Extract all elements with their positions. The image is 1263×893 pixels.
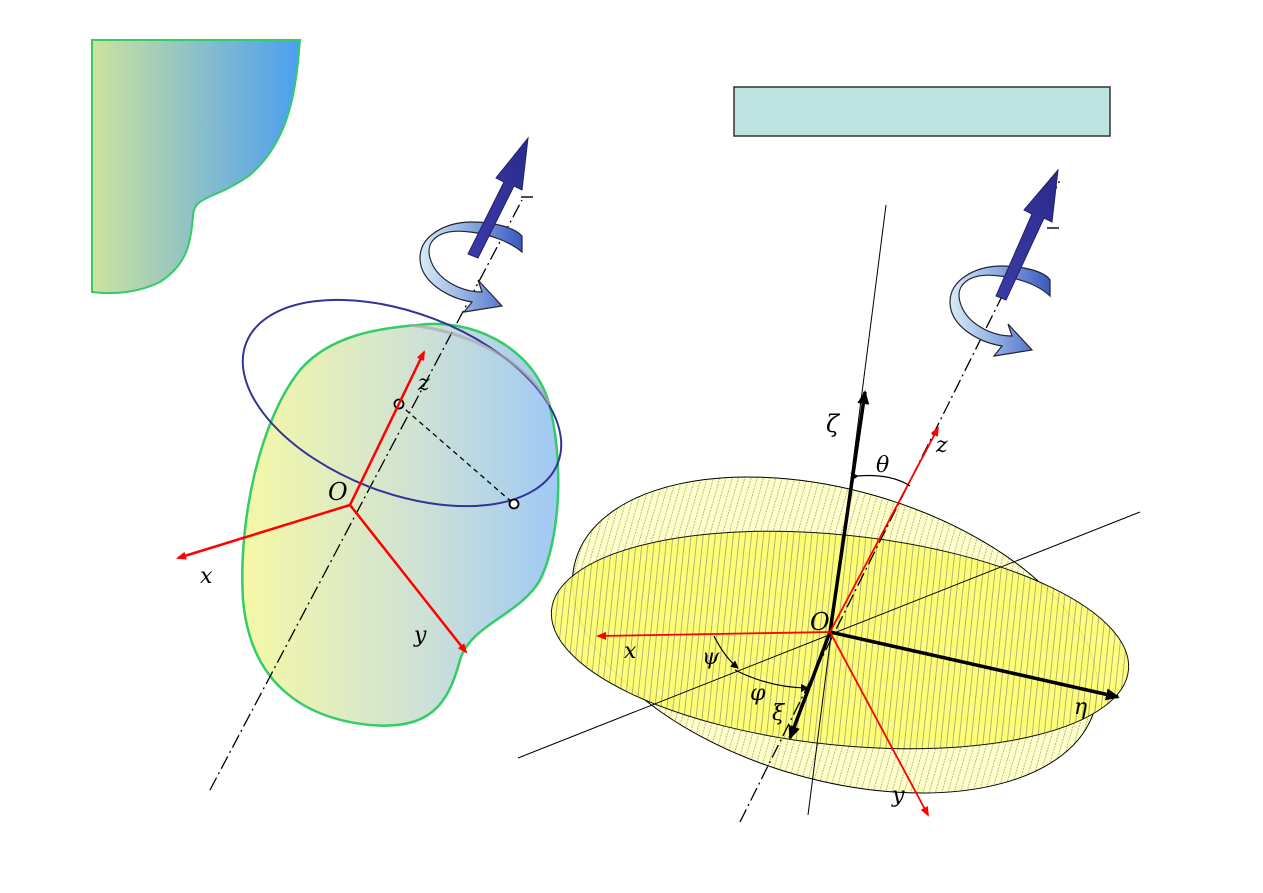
orbit-radius-line (398, 403, 515, 505)
right-rotation-icon (949, 265, 1051, 357)
right-psi-label: ψ (702, 645, 720, 670)
right-z-axis (829, 426, 939, 633)
right-xi-label: ξ (772, 701, 786, 726)
right-theta-label: θ (876, 453, 889, 478)
left-z-axis (348, 350, 426, 506)
left-rotation-icon (419, 221, 523, 313)
right-zeta-axis (828, 390, 870, 633)
right-y-label: y (891, 783, 905, 808)
left-x-label: x (200, 564, 213, 589)
right-angular-velocity-arrow (995, 168, 1059, 301)
phi-angle-arc (734, 669, 809, 692)
left-x-axis (176, 503, 351, 560)
left-y-label: y (413, 623, 427, 648)
right-eta-label: η (1074, 695, 1087, 720)
left-y-axis (349, 504, 468, 654)
left-origin-label: O (328, 478, 348, 506)
right-reference-plane (550, 530, 1130, 750)
right-x-label: x (624, 639, 637, 664)
rigid-body-shape (241, 322, 560, 727)
title-box (733, 86, 1111, 137)
right-origin-label: O (810, 608, 830, 636)
right-y-axis (829, 631, 929, 817)
orbit-highlight (409, 323, 552, 406)
orbit-particle-point (508, 498, 520, 510)
corner-body-shape (91, 39, 302, 295)
left-angular-velocity-arrow (467, 136, 529, 259)
right-zeta-label: ζ (826, 410, 841, 438)
left-z-label: z (417, 371, 430, 396)
right-x-axis (596, 631, 831, 640)
theta-angle-arc (850, 472, 911, 487)
left-orbit-ellipse (241, 298, 563, 508)
psi-angle-arc (713, 635, 739, 669)
right-xi-axis (788, 631, 832, 740)
right-z-label: z (935, 433, 948, 458)
right-phi-label: φ (750, 681, 766, 706)
right-eta-axis (829, 630, 1120, 701)
